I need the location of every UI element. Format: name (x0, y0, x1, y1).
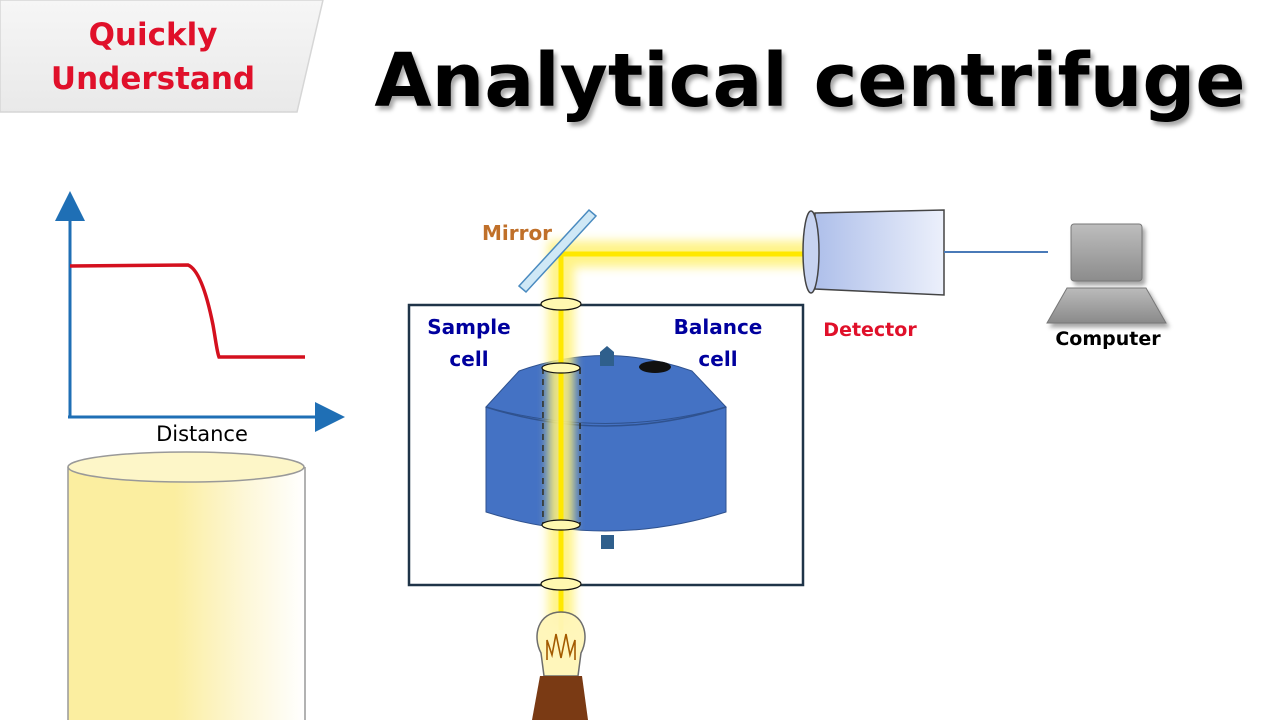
mirror-label: Mirror (482, 221, 552, 245)
detector-label: Detector (823, 319, 917, 341)
upper-window (540, 297, 582, 311)
sedimentation-curve (69, 263, 305, 359)
centrifuge-chamber (407, 303, 805, 587)
balance-cell-hole (639, 361, 671, 373)
badge-line-2: Understand (51, 61, 255, 97)
mirror-icon (517, 208, 598, 294)
computer-icon (1046, 223, 1167, 324)
absorbance-graph: Distance (55, 191, 345, 446)
page-title: Analytical centrifuge (374, 38, 1245, 124)
rotor-icon (485, 346, 727, 549)
sample-cell-bottom (541, 519, 581, 531)
sample-cell-label-line-2: cell (449, 347, 488, 371)
computer-label: Computer (1055, 328, 1161, 350)
tube-icon (67, 451, 306, 720)
badge-line-1: Quickly (89, 17, 218, 53)
quickly-understand-badge: Quickly Understand (0, 0, 324, 113)
balance-cell-label-line-2: cell (698, 347, 737, 371)
sample-cell-top (541, 362, 581, 374)
balance-cell-label-line-1: Balance (674, 315, 763, 339)
sample-cell-label-line-1: Sample (427, 315, 510, 339)
detector-icon (802, 209, 1048, 296)
x-axis-label: Distance (156, 422, 248, 446)
light-bulb-icon (532, 611, 588, 720)
lower-window (540, 577, 582, 591)
